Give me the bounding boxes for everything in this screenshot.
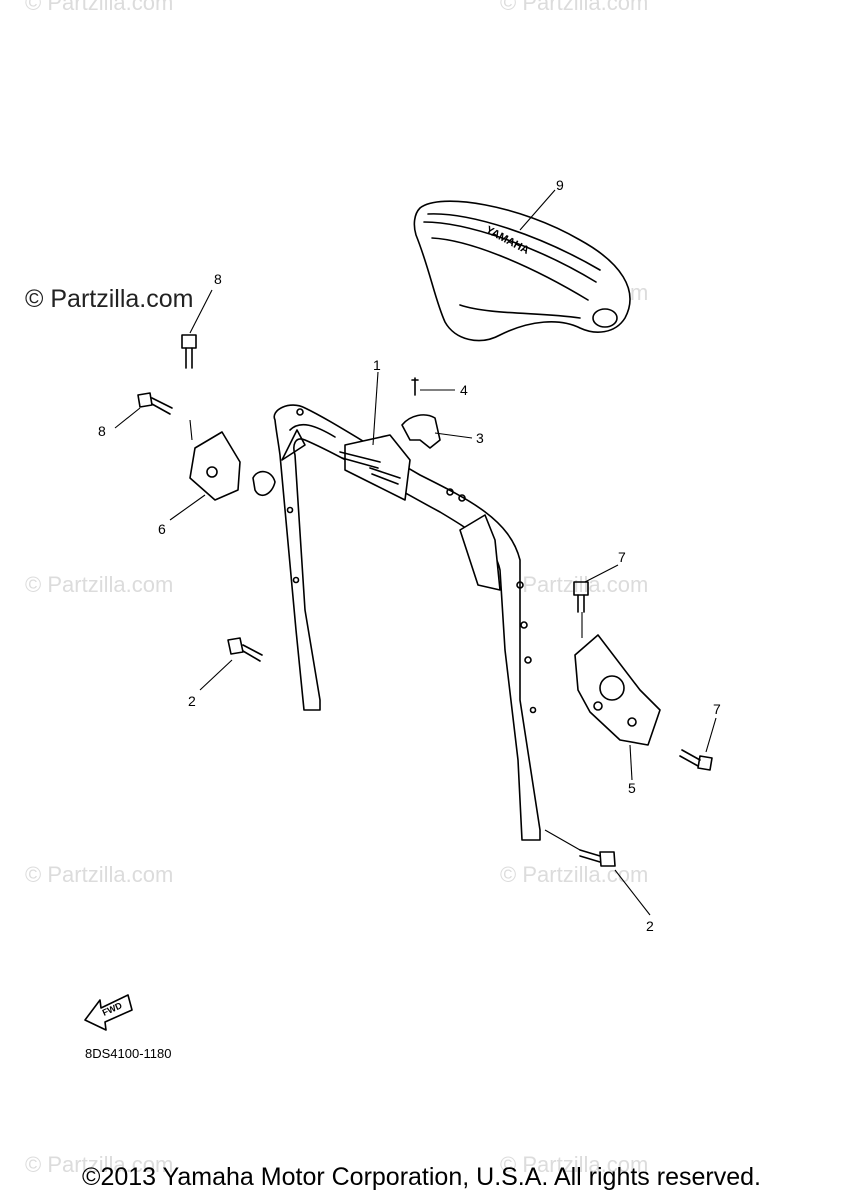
callout-6: 6: [158, 521, 166, 537]
handle-frame: [273, 404, 541, 841]
callout-3: 3: [476, 430, 484, 446]
bolt-2-right: [579, 849, 616, 867]
callout-2-left: 2: [188, 693, 196, 709]
bolt-8-side: [137, 392, 173, 415]
callout-7-top: 7: [618, 549, 626, 565]
diagram-part-code: 8DS4100-1180: [85, 1046, 172, 1061]
left-bracket: [189, 431, 276, 501]
leader-lines: [114, 189, 717, 916]
bolt-2-left: [227, 637, 263, 662]
copyright-notice: ©2013 Yamaha Motor Corporation, U.S.A. A…: [82, 1163, 761, 1191]
callout-8-top: 8: [214, 271, 222, 287]
fwd-arrow-icon: FWD: [84, 994, 133, 1031]
right-bracket: [574, 634, 661, 746]
callout-9: 9: [556, 177, 564, 193]
callout-7-side: 7: [713, 701, 721, 717]
callout-8-side: 8: [98, 423, 106, 439]
bolt-8-top: [181, 334, 197, 369]
watermark: © Partzilla.com: [500, 862, 649, 887]
callout-1: 1: [373, 357, 381, 373]
watermark-main: © Partzilla.com: [25, 285, 194, 313]
clamp: [401, 377, 441, 449]
watermark: © Partzilla.com: [25, 572, 174, 597]
watermark: © Partzilla.com: [25, 1152, 174, 1177]
bolt-7-side: [679, 749, 713, 771]
watermark: © Partzilla.com: [25, 862, 174, 887]
watermark: © Partzilla.com: [500, 0, 649, 15]
seat-pad: YAMAHA: [413, 200, 631, 342]
callout-2-right: 2: [646, 918, 654, 934]
callout-4: 4: [460, 382, 468, 398]
frame-bolts: [339, 451, 401, 485]
callout-5: 5: [628, 780, 636, 796]
bolt-7-top: [573, 581, 589, 613]
watermark: © Partzilla.com: [500, 1152, 649, 1177]
watermark: © Partzilla.com: [25, 0, 174, 15]
